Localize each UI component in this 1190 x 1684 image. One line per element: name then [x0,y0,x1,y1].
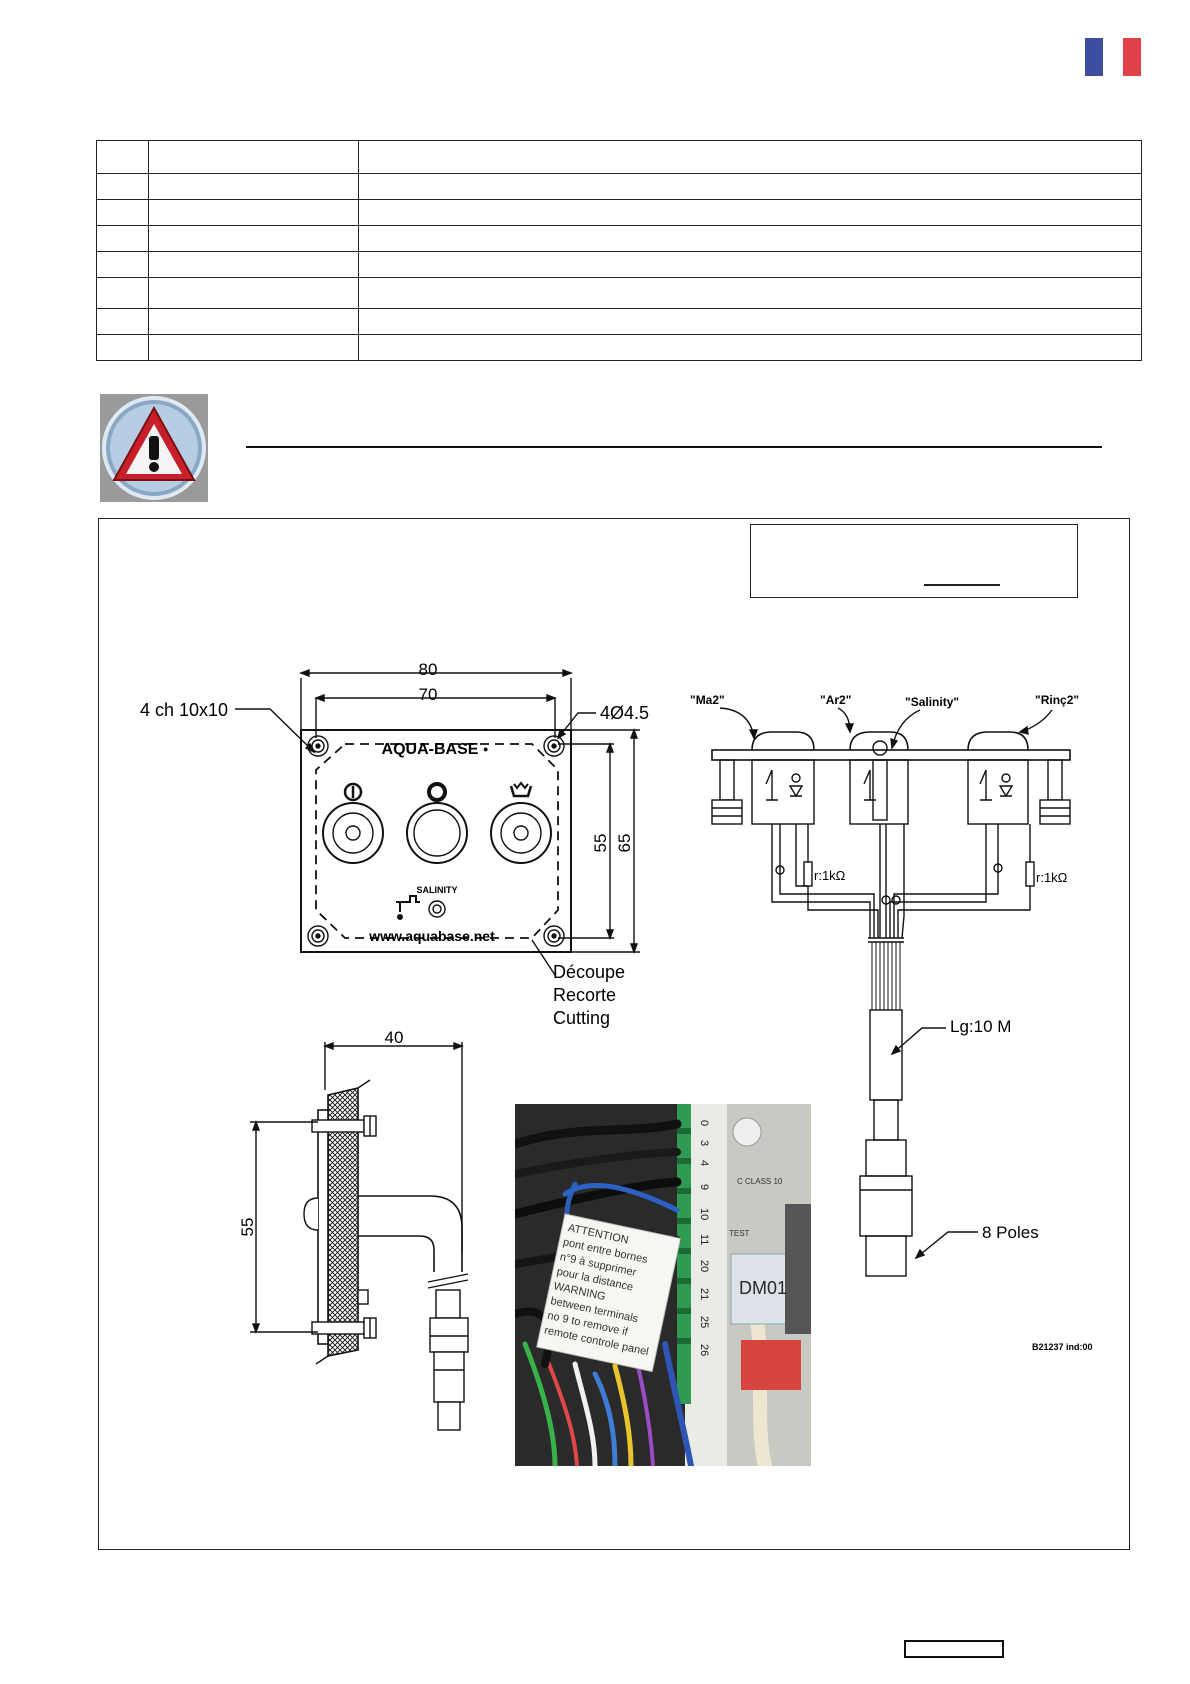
cable-sheath [869,1009,903,1101]
stop-symbol-icon [427,782,447,802]
table-row [96,199,1142,226]
button-cap-ar2 [849,731,909,751]
table-row [96,225,1142,252]
start-button-drawing [322,802,384,864]
dim-65-label: 65 [615,834,634,853]
french-flag-icon [1085,38,1141,76]
page-number-box [904,1640,1004,1658]
terminal-number: 4 [698,1160,710,1166]
table-row [96,277,1142,309]
led-symbol-icon [788,785,804,798]
warning-rule [246,446,1102,448]
cutout-label-es: Recorte [553,985,616,1005]
brand-mark: ● [483,744,488,754]
terminal-number: 11 [698,1234,710,1245]
cutout-label-fr: Découpe [553,962,625,982]
cable-length-label: Lg:10 M [950,1017,1011,1036]
mounting-hole [543,925,565,947]
connector-side [429,1317,469,1353]
terminal-number: 3 [698,1140,710,1146]
connector-label: 8 Poles [982,1223,1039,1242]
table-row [96,251,1142,278]
panel-plate-section [317,1109,329,1345]
website-label: www.aquabase.net [368,928,495,944]
terminal-number: 21 [698,1288,710,1300]
resistor-label-left: r:1kΩ [814,868,846,883]
dim-40-label: 40 [385,1028,404,1047]
terminal-number: 10 [698,1208,710,1220]
rinse-button-drawing [490,802,552,864]
table-row [96,334,1142,361]
bolt [311,1317,377,1339]
hole-label: 4Ø4.5 [600,703,649,723]
label-ar2: "Ar2" [820,693,851,707]
terminal-number: 26 [698,1344,710,1356]
resistor [1025,861,1035,887]
stop-button-drawing [406,802,468,864]
resistor [803,861,813,887]
dim-55-side-label: 55 [240,1218,257,1237]
test-label: TEST [729,1229,750,1238]
dim-55-label: 55 [591,834,610,853]
rinse-symbol-icon [509,781,533,798]
resistor-label-right: r:1kΩ [1036,870,1068,885]
terminal-number: 25 [698,1316,710,1328]
panel-outline [300,729,572,953]
salinity-led-side [872,740,888,756]
diagram-frame [98,518,1130,1550]
salinity-label: SALINITY [416,885,457,895]
bolt [311,1115,377,1137]
table-row [96,308,1142,335]
salinity-led [428,900,446,918]
spec-table [96,140,1142,361]
salinity-probe [872,759,888,821]
warning-sticker: ATTENTION pont entre bornes n°9 à suppri… [536,1213,682,1373]
button-cap-rinc2 [967,731,1029,751]
brand-label: AQUA-BASE [382,741,479,758]
led-symbol-icon [998,785,1014,798]
leader-ma2 [719,707,755,739]
mounting-hole [307,925,329,947]
reference-underline [924,584,1000,586]
label-salinity: "Salinity" [905,695,959,709]
drawing-ref: B21237 ind:00 [1032,1342,1093,1352]
table-header-row [96,140,1142,174]
label-ma2: "Ma2" [690,693,725,707]
chamfer-label: 4 ch 10x10 [140,700,228,720]
label-rinc2: "Rinç2" [1035,693,1079,707]
connector-8-poles [865,1139,907,1177]
cutout-outline [315,743,559,939]
button-side [303,1197,319,1231]
dim-70-label: 70 [419,685,438,704]
button-cap-ma2 [751,731,815,751]
terminal-number: 9 [698,1184,710,1190]
terminal-number: 20 [698,1260,710,1272]
front-panel-drawing: 80 70 4 ch 10x10 4Ø4.5 AQUA-BASE ● SALIN… [140,660,649,1028]
side-view-drawing: 40 55 [240,1028,469,1431]
wiring-schematic: "Ma2" "Ar2" "Salinity" "Rinç2" r:1kΩ r:1… [690,693,1093,1352]
mount-plate [711,749,1071,761]
cutout-label-en: Cutting [553,1008,610,1028]
module-label: DM01 [739,1278,787,1298]
breaker-text: C CLASS 10 [737,1177,783,1186]
terminal-number: 0 [698,1120,710,1126]
warning-icon [100,394,208,502]
mounting-hole [543,735,565,757]
start-symbol-icon [343,782,363,802]
tap-icon [396,895,420,920]
dim-80-label: 80 [419,660,438,679]
wiring-photo: C CLASS 10 TEST DM01 0 3 4 9 10 11 20 21… [515,1104,811,1466]
table-row [96,173,1142,200]
reference-box [750,524,1078,598]
